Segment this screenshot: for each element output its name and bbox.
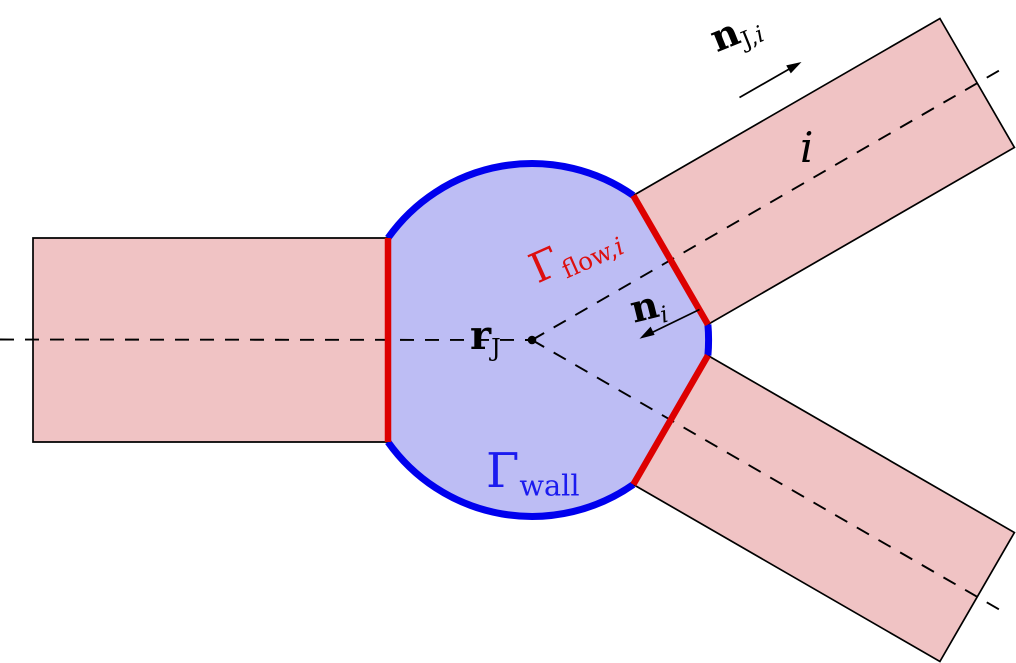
label-junction-center: rJ [470, 316, 501, 363]
flow-interface-upper-right [630, 193, 711, 327]
label-branch-index: i [800, 127, 813, 169]
centerline-lower-right-dashed [531, 339, 1001, 611]
junction-normal-arrow [739, 62, 802, 99]
gamma-glyph: Γ [486, 443, 520, 499]
centerline-upper-right-dashed [531, 69, 1001, 341]
junction-normal-arrow-shaft [739, 67, 792, 99]
branch-index-glyph: i [800, 123, 814, 172]
label-wall-interface: Γwall [486, 447, 580, 500]
vector-r-glyph: r [470, 312, 492, 359]
centerline-left-dashed [0, 338, 533, 341]
junction-region [388, 163, 709, 517]
inward-normal-arrow-head [639, 326, 655, 339]
subscript-J: J [491, 334, 501, 363]
inward-normal-arrow [639, 308, 700, 339]
flow-interface-lower-right [630, 353, 711, 487]
wall-arc-right [704, 324, 713, 356]
subscript-wall: wall [519, 468, 580, 503]
junction-normal-arrow-head [786, 62, 802, 74]
wall-arc-top [385, 160, 636, 241]
wall-arc-bottom [385, 439, 636, 520]
junction-center-dot [527, 335, 537, 345]
inward-normal-arrow-shaft [648, 308, 700, 335]
